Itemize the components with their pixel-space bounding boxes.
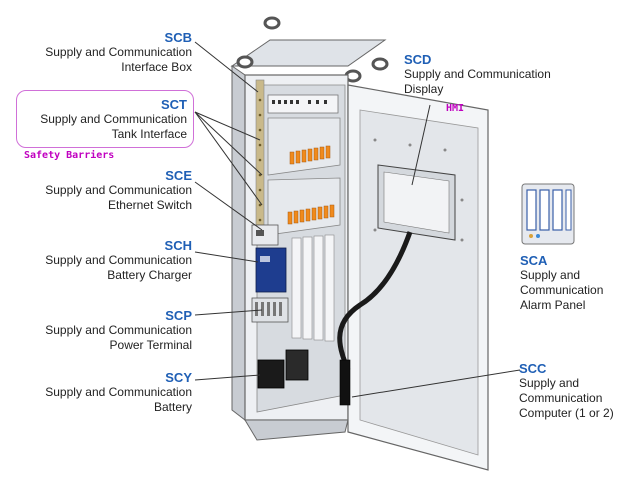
battery-2 [285,349,309,381]
label-scc-code: SCC [519,361,547,376]
label-sch-desc1: Supply and Communication [45,253,192,267]
label-scd: SCD Supply and Communication Display [404,52,551,97]
hmi-annotation: HMI [446,103,465,114]
hmi-cable [337,231,413,371]
cabinet-roof [230,39,387,67]
label-scb: SCB Supply and Communication Interface B… [45,30,192,75]
label-scy: SCY Supply and Communication Battery [45,370,192,415]
label-sca: SCA Supply and Communication Alarm Panel [520,253,603,313]
safety-barriers-row-1 [289,145,331,165]
ethernet-switch [251,224,279,246]
door-screws [373,138,464,242]
label-sch: SCH Supply and Communication Battery Cha… [45,238,192,283]
label-scb-desc1: Supply and Communication [45,45,192,59]
battery-charger [255,247,287,293]
label-sce-desc2: Ethernet Switch [107,198,192,212]
safety-barrier-highlight [16,90,194,148]
label-scy-desc2: Battery [153,400,192,414]
io-modules [291,234,335,342]
label-scy-desc1: Supply and Communication [45,385,192,399]
label-sch-code: SCH [164,238,192,253]
label-sct-desc1: Supply and Communication [40,112,187,126]
leader-lines [194,41,521,398]
label-sce-desc1: Supply and Communication [45,183,192,197]
rail-holes [258,98,262,222]
label-scc-desc1: Supply and [519,376,580,390]
label-scc-desc2: Communication [519,391,603,405]
label-sch-desc2: Battery Charger [107,268,192,282]
safety-barriers-annotation: Safety Barriers [24,150,115,161]
safety-barriers-row-2 [287,204,335,225]
door-inner-panel [359,109,479,456]
label-scd-desc1: Supply and Communication [404,67,551,81]
label-sce: SCE Supply and Communication Ethernet Sw… [45,168,192,213]
barrier-shelf-1 [267,117,341,176]
label-sca-desc1: Supply and [520,268,581,282]
label-scp-desc1: Supply and Communication [45,323,192,337]
label-sct: SCT Supply and Communication Tank Interf… [40,97,187,142]
label-scp-code: SCP [165,308,192,323]
label-scb-desc2: Interface Box [121,60,192,74]
label-scp: SCP Supply and Communication Power Termi… [45,308,192,353]
label-scd-code: SCD [404,52,432,67]
battery [257,359,285,389]
label-scc-desc3: Computer (1 or 2) [519,406,614,420]
interface-box [267,94,339,114]
label-scp-desc2: Power Terminal [109,338,192,352]
lifting-eyes [236,16,389,83]
label-sca-code: SCA [520,253,548,268]
label-sca-desc3: Alarm Panel [520,298,586,312]
label-scd-desc2: Display [404,82,444,96]
barrier-shelf-2 [267,177,341,236]
label-sca-desc2: Communication [520,283,604,297]
alarm-panel [521,183,575,245]
label-sct-desc2: Tank Interface [111,127,187,141]
label-scc: SCC Supply and Communication Computer (1… [519,361,614,421]
label-scb-code: SCB [164,30,192,45]
interface-box-terminals [272,100,327,104]
label-sce-code: SCE [165,168,192,183]
label-scy-code: SCY [165,370,192,385]
computer-unit [339,359,351,406]
cabinet-side-panel [231,65,246,422]
cabinet-plinth [244,419,349,441]
label-sct-code: SCT [161,97,187,112]
